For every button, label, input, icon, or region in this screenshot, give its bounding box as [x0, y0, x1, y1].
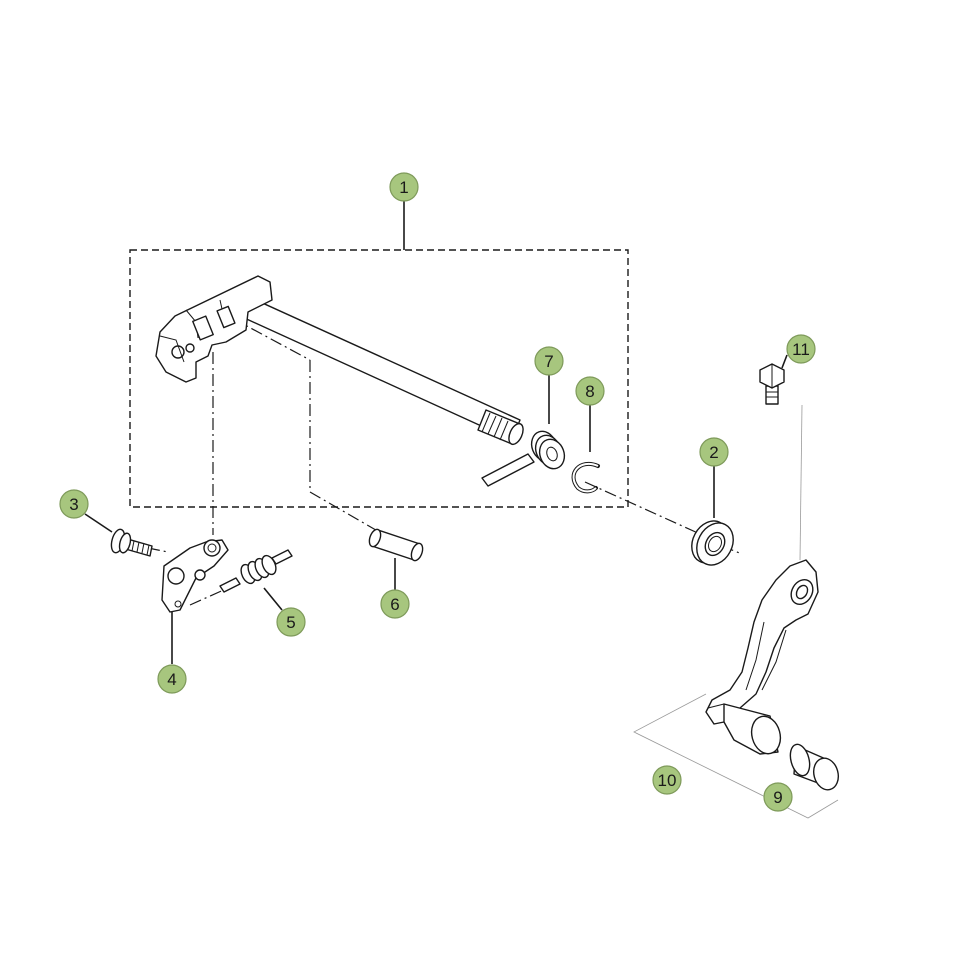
callout-1-circle [389, 172, 419, 202]
callout-6: 6 [380, 589, 410, 619]
callout-2: 2 [699, 437, 729, 467]
callout-2-circle [699, 437, 729, 467]
return-spring [481, 430, 566, 487]
callout-10: 10 [652, 765, 682, 795]
callout-9-circle [763, 782, 793, 812]
callout-4-label: 4 [167, 670, 176, 689]
circlip [571, 462, 600, 494]
assembly-group-box [129, 200, 629, 508]
callout-2-label: 2 [709, 443, 718, 462]
callout-7-label: 7 [544, 352, 553, 371]
callout-3: 3 [59, 489, 89, 519]
callout-5: 5 [276, 607, 306, 637]
bolt [759, 363, 785, 405]
callout-10-label: 10 [658, 771, 677, 790]
oil-seal [691, 520, 734, 566]
callout-11-circle [786, 334, 816, 364]
callout-4-circle [157, 664, 187, 694]
callout-6-label: 6 [390, 595, 399, 614]
shift-pedal [705, 559, 819, 755]
callout-1: 1 [389, 172, 419, 202]
callout-5-label: 5 [286, 613, 295, 632]
callout-8-circle [575, 376, 605, 406]
callout-4: 4 [157, 664, 187, 694]
stopper-spring [219, 549, 293, 593]
callout-9: 9 [763, 782, 793, 812]
pedal-rubber [789, 743, 840, 791]
callout-8-label: 8 [585, 382, 594, 401]
callout-10-circle [652, 765, 682, 795]
callout-7: 7 [534, 346, 564, 376]
callout-6-circle [380, 589, 410, 619]
callout-3-label: 3 [69, 495, 78, 514]
callout-7-circle [534, 346, 564, 376]
callout-3-circle [59, 489, 89, 519]
callout-9-label: 9 [773, 788, 782, 807]
dowel-pin [368, 528, 424, 562]
callout-11: 11 [786, 334, 816, 364]
callout-8: 8 [575, 376, 605, 406]
callout-11-label: 11 [792, 340, 810, 359]
callout-1-label: 1 [399, 178, 408, 197]
shift-shaft [155, 275, 524, 446]
callout-5-circle [276, 607, 306, 637]
screw [110, 528, 153, 557]
leader-lines [84, 354, 839, 819]
stopper-lever [161, 539, 229, 613]
